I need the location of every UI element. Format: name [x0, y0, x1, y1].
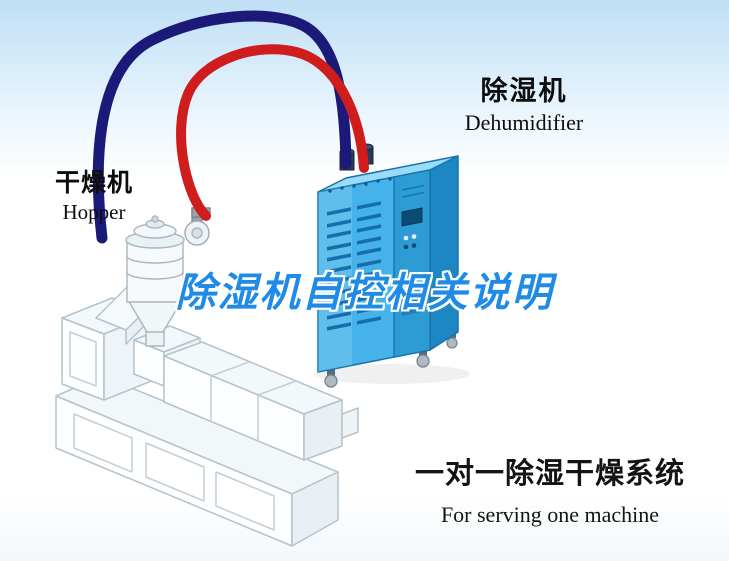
- hopper-label: 干燥机 Hopper: [38, 169, 150, 224]
- extruder-base-side: [291, 471, 339, 547]
- barrel-top-seam: [210, 361, 250, 377]
- panel-button: [403, 244, 409, 250]
- caster-wheel: [416, 354, 430, 368]
- red-supply-pipe: [176, 44, 369, 221]
- hopper-label-cn: 干燥机: [54, 169, 133, 197]
- dehumidifier-label: 除湿机 Dehumidifier: [438, 76, 610, 135]
- hopper-blower: [184, 207, 211, 246]
- blower-hub: [191, 227, 203, 239]
- system-caption: 一对一除湿干燥系统 For serving one machine: [398, 450, 702, 528]
- extruder-door-panel: [145, 442, 205, 502]
- system-caption-cn: 一对一除湿干燥系统: [414, 458, 685, 490]
- panel-button: [411, 234, 417, 239]
- panel-button: [403, 235, 409, 241]
- extruder-motor-door: [69, 331, 97, 387]
- panel-button: [411, 243, 417, 248]
- extruder-die: [341, 407, 359, 439]
- extruder-door-panel: [73, 413, 133, 473]
- panel-display: [401, 207, 423, 227]
- hopper-lid-knob: [151, 215, 159, 223]
- dehumidifier-side-face: [429, 155, 459, 351]
- system-caption-en: For serving one machine: [440, 502, 660, 527]
- hopper-band: [126, 255, 184, 264]
- control-panel: [393, 169, 431, 358]
- extruder-door-panel: [215, 471, 275, 531]
- hopper-label-en: Hopper: [62, 199, 126, 224]
- hopper-band: [126, 271, 184, 280]
- caster-wheel: [324, 374, 338, 388]
- dehumidifier-shadow: [314, 364, 470, 384]
- dehumidifier-unit: [314, 143, 470, 388]
- page-title: 除湿机自控相关说明: [175, 271, 554, 315]
- barrel-end: [303, 399, 343, 461]
- barrel-top-seam: [257, 380, 297, 396]
- hopper-body: [126, 239, 184, 303]
- drying-hopper: [125, 207, 211, 347]
- blue-return-pipe: [92, 10, 352, 244]
- dehumidifier-label-en: Dehumidifier: [464, 110, 584, 136]
- dehumidifier-label-cn: 除湿机: [480, 76, 568, 106]
- caster-wheel: [446, 337, 458, 349]
- panel-vent: [402, 296, 420, 316]
